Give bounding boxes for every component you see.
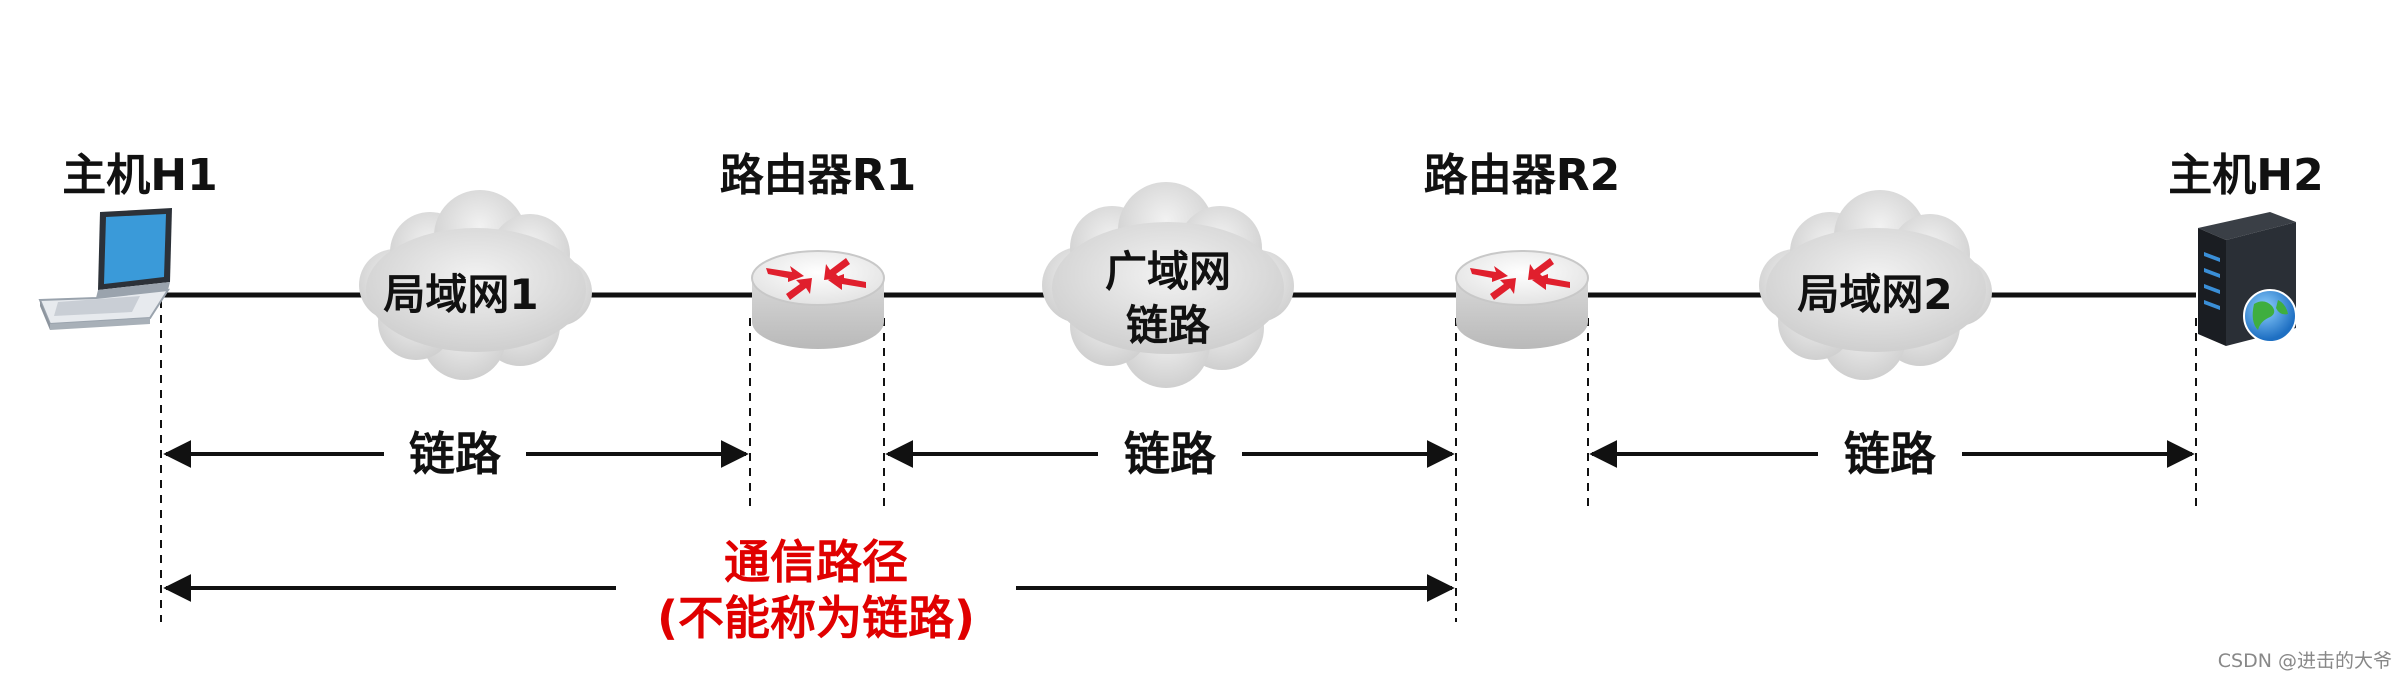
path-label-line2: (不能称为链路) [657,591,975,645]
link-label-3: 链路 [1844,427,1937,481]
host2-label: 主机H2 [2168,150,2323,201]
cloud-lan1 [359,190,592,380]
router-icon [751,250,885,349]
router1-label: 路由器R1 [720,150,917,201]
cloud-wan-label-line1: 广域网 [1105,247,1231,296]
server-icon [2198,212,2297,346]
cloud-wan-label-line2: 链路 [1126,301,1211,350]
cloud-lan2 [1759,190,1992,380]
host1-label: 主机H1 [62,150,217,201]
watermark: CSDN @进击的大爷 [2218,650,2392,672]
link-label-2: 链路 [1124,427,1217,481]
laptop-icon [38,208,172,330]
path-label-line1: 通信路径 [724,535,908,589]
cloud-wan [1042,182,1294,388]
guide-lines [160,300,2197,622]
cloud-lan2-label: 局域网2 [1797,270,1952,319]
link-label-1: 链路 [409,427,502,481]
router2-label: 路由器R2 [1424,150,1621,201]
router-icon [1455,250,1589,349]
cloud-lan1-label: 局域网1 [383,270,538,319]
